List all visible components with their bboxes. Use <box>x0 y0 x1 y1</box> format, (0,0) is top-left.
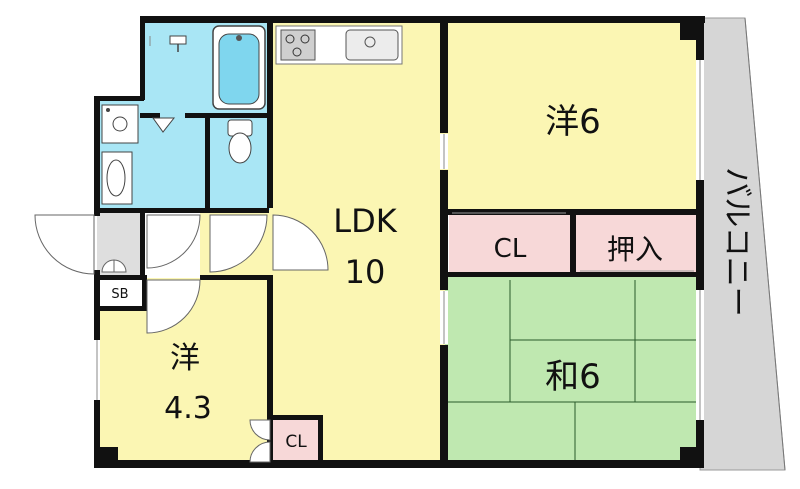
windows <box>94 60 704 420</box>
bathtub <box>212 25 266 110</box>
japanese-fill <box>445 276 700 465</box>
washing-machine <box>101 104 139 144</box>
shoe-box-label: SB <box>111 287 128 302</box>
closet-small-fill <box>273 418 321 463</box>
entrance-arcs <box>101 259 127 273</box>
japanese-label: 和6 <box>545 357 601 397</box>
tatami-lines <box>445 280 700 465</box>
closet-fill <box>449 214 571 274</box>
oshiire-fill <box>575 214 696 274</box>
toilet <box>227 119 253 164</box>
western-large-fill <box>445 20 700 212</box>
ldk-size: 10 <box>345 253 386 291</box>
shower-fixture <box>149 35 187 52</box>
closet-small-door-2 <box>249 441 271 463</box>
ldk-label: LDK <box>333 202 397 240</box>
western-small-label: 洋 <box>170 341 200 376</box>
western-large-label: 洋6 <box>545 102 601 142</box>
bath-door <box>152 117 176 133</box>
closet-label: CL <box>494 234 527 264</box>
shoe-box-fill <box>97 278 145 308</box>
oshiire-label: 押入 <box>607 233 663 266</box>
closet-small-door <box>249 419 271 441</box>
western-small-size: 4.3 <box>164 391 212 426</box>
closet-small-label: CL <box>285 432 307 452</box>
wash-basin <box>101 151 133 205</box>
western-small-door <box>146 279 201 334</box>
sliding-door-lines <box>452 212 694 272</box>
kitchen-counter <box>275 25 403 65</box>
entrance-door <box>34 214 329 275</box>
balcony-label: バルコニー <box>719 167 754 316</box>
